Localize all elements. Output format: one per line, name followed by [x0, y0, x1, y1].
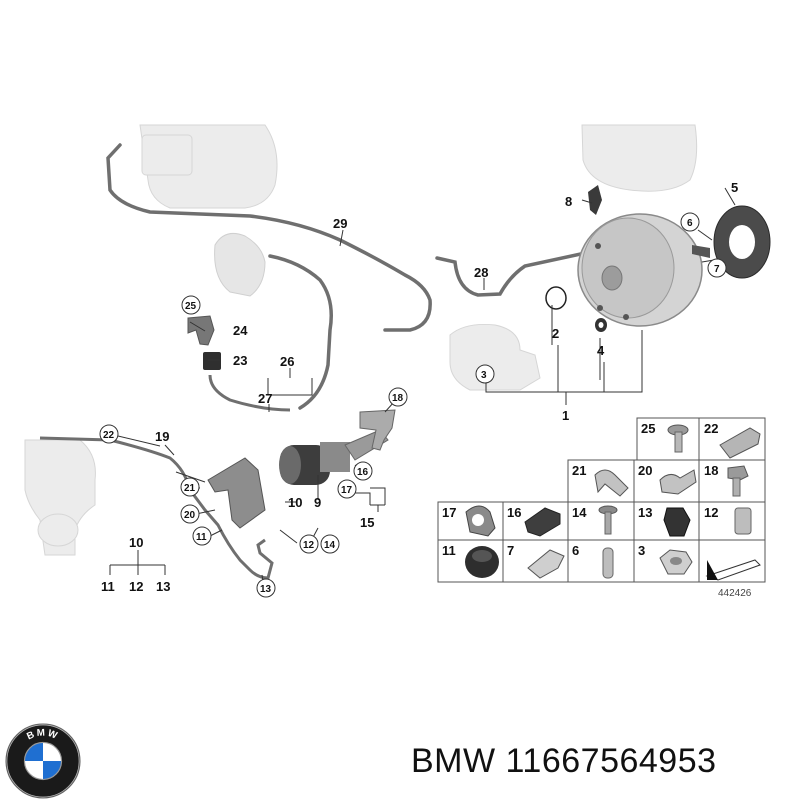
callout-6: 6: [687, 218, 693, 229]
part-thumb-22-clip: [719, 427, 761, 459]
part-thumb-arrow: [705, 559, 761, 581]
footer-brand: BMW: [411, 742, 496, 780]
callout-29: 29: [333, 216, 347, 231]
part-thumb-12-sleeve: [734, 507, 752, 535]
callout-10-group: 10: [129, 535, 143, 550]
callout-13: 13: [260, 584, 272, 595]
callout-1: 1: [562, 408, 569, 423]
callout-11-group: 11: [101, 579, 115, 594]
part-thumb-21-clip: [594, 469, 629, 497]
part-thumb-11-grommet: [465, 546, 499, 578]
callout-2: 2: [552, 326, 559, 341]
o-ring-2: [545, 286, 567, 310]
grid-label-12: 12: [704, 505, 718, 520]
grid-label-18: 18: [704, 463, 718, 478]
callout-12-group: 12: [129, 579, 143, 594]
clip-24: [187, 315, 215, 346]
ghost-intake-manifold: [24, 439, 96, 556]
grid-label-3: 3: [638, 543, 645, 558]
callout-19: 19: [155, 429, 169, 444]
callout-7: 7: [714, 264, 720, 275]
ghost-master-cylinder: [449, 324, 541, 391]
part-thumb-14-screw: [598, 505, 618, 535]
grid-label-7: 7: [507, 543, 514, 558]
vacuum-line-27: [208, 374, 291, 412]
leader-lines: [109, 187, 736, 589]
bracket-10: [207, 457, 266, 529]
vacuum-line-29: [106, 143, 432, 410]
callout-13-group: 13: [156, 579, 170, 594]
part-thumb-16-holder: [524, 507, 561, 537]
callout-14: 14: [324, 540, 336, 551]
part-thumb-18-bolt: [727, 465, 749, 497]
vacuum-sensor-8: [588, 185, 602, 215]
callout-4: 4: [597, 343, 605, 358]
part-thumb-25-bolt: [667, 424, 689, 453]
grid-label-13: 13: [638, 505, 652, 520]
callout-11: 11: [196, 532, 207, 543]
sensor-23: [203, 352, 221, 370]
bracket-18: [359, 409, 396, 451]
seal-4: [595, 318, 607, 332]
fastener-6-7: [692, 245, 710, 258]
footer-part-number: 11667564953: [505, 742, 717, 780]
grid-label-6: 6: [572, 543, 579, 558]
grid-label-21: 21: [572, 463, 586, 478]
callout-12: 12: [303, 540, 315, 551]
callout-18: 18: [392, 393, 404, 404]
part-thumb-13-clip: [663, 507, 691, 537]
part-thumb-7-clip: [527, 549, 565, 579]
callout-8: 8: [565, 194, 572, 209]
brake-booster: [577, 213, 703, 327]
part-thumb-20-clip: [659, 469, 697, 495]
callout-21: 21: [184, 483, 196, 494]
grid-label-11: 11: [442, 543, 456, 558]
callout-9: 9: [314, 495, 321, 510]
vacuum-line-19: [39, 436, 274, 580]
reference-number: 442426: [718, 588, 752, 599]
gasket-5: [713, 205, 771, 279]
vacuum-line-28: [435, 250, 592, 297]
callout-26: 26: [280, 354, 294, 369]
callout-3: 3: [481, 370, 487, 381]
ghost-brake-booster-right: [581, 124, 698, 192]
callout-22: 22: [103, 430, 115, 441]
callout-17: 17: [341, 485, 353, 496]
callout-23: 23: [233, 353, 247, 368]
grid-label-14: 14: [572, 505, 587, 520]
bmw-logo: BMW: [5, 723, 81, 799]
callout-25: 25: [185, 301, 197, 312]
callout-27: 27: [258, 391, 272, 406]
grid-label-25: 25: [641, 421, 655, 436]
grid-label-20: 20: [638, 463, 652, 478]
ghost-bracket-left: [214, 233, 266, 297]
part-thumb-17-clamp: [465, 505, 496, 537]
callout-16: 16: [357, 467, 369, 478]
callout-20: 20: [184, 510, 196, 521]
grid-label-22: 22: [704, 421, 718, 436]
grid-label-17: 17: [442, 505, 456, 520]
part-thumb-6-pin: [602, 547, 614, 579]
callout-24: 24: [233, 323, 248, 338]
callout-5: 5: [731, 180, 738, 195]
parts-grid: 25 22 21 20 18 17 16 14 13 12 11 7 6 3: [437, 417, 766, 599]
footer-part-label: BMW 11667564953: [411, 742, 717, 781]
part-thumb-3-nut: [659, 549, 693, 575]
callouts: 1 2 3 4 5 6 7 8 9 10 11 12 13 14 15 16 1…: [99, 180, 738, 598]
grid-label-16: 16: [507, 505, 521, 520]
ghost-brake-booster-left: [139, 124, 278, 209]
callout-10: 10: [288, 495, 302, 510]
callout-15: 15: [360, 515, 374, 530]
bmw-logo-lettering: BMW: [25, 727, 60, 742]
callout-28: 28: [474, 265, 488, 280]
vacuum-pump-9: [279, 429, 389, 485]
